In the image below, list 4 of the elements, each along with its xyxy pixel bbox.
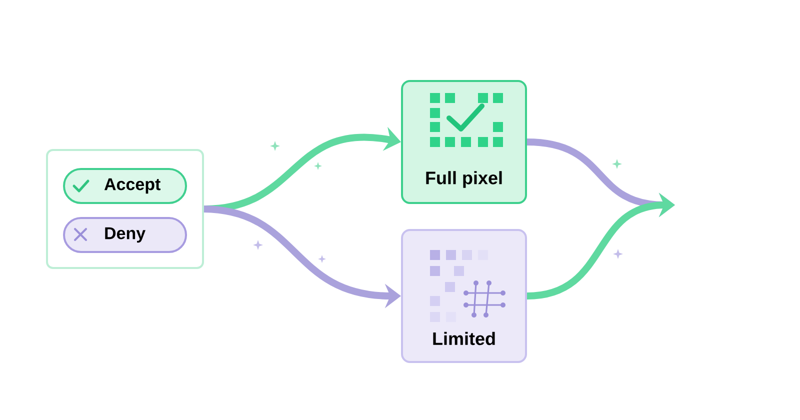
result-card: Full pixel: [401, 80, 527, 204]
option-pill: Accept: [63, 168, 187, 204]
result-card: Limited: [401, 229, 527, 363]
option-pill: Deny: [63, 217, 187, 253]
